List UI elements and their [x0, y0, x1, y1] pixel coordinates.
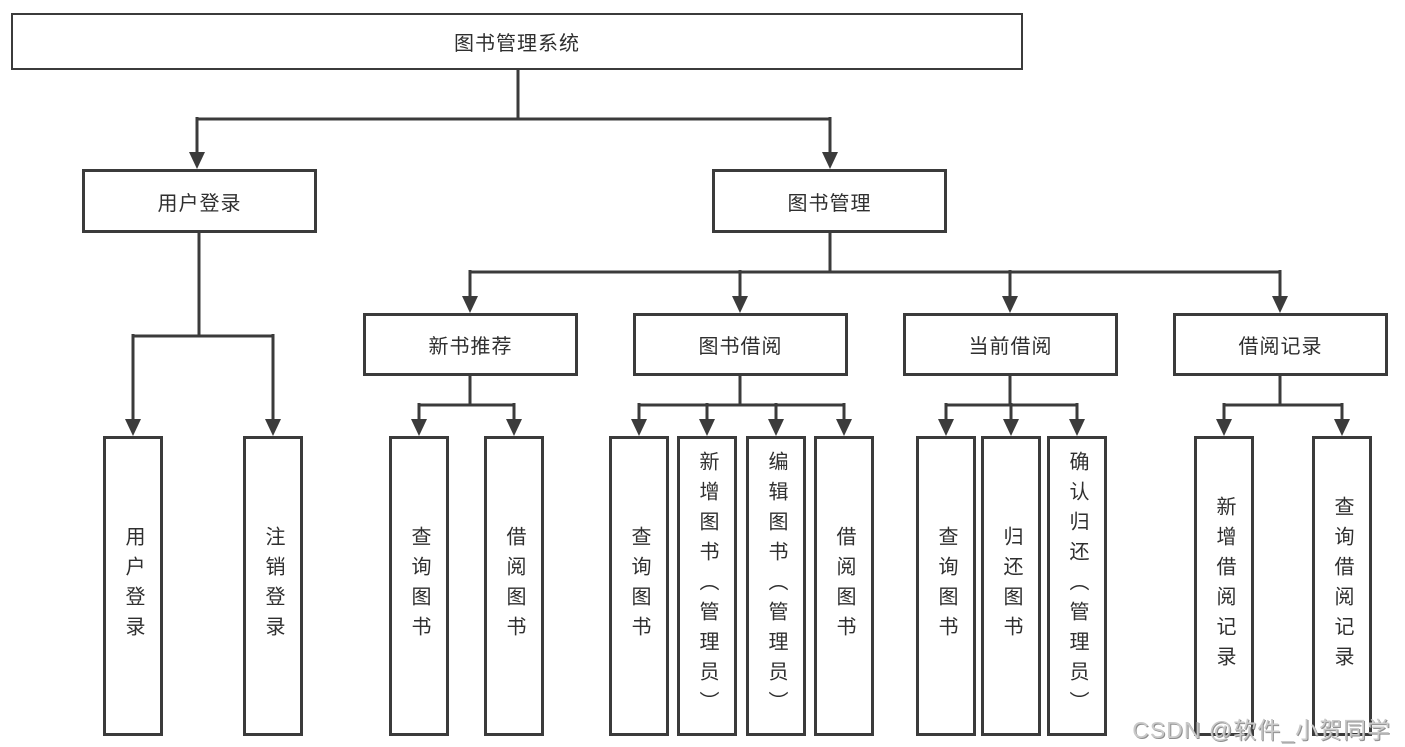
arrowheads	[125, 152, 1350, 436]
node-borrow-records: 借阅记录	[1173, 313, 1388, 376]
node-borrow-books-recommend: 借阅图书	[484, 436, 544, 736]
node-return-books: 归还图书	[981, 436, 1041, 736]
node-confirm-return-admin: 确认归还（管理员）	[1047, 436, 1107, 736]
node-book-management: 图书管理	[712, 169, 947, 233]
node-user-login: 用户登录	[82, 169, 317, 233]
node-user-login-leaf: 用户登录	[103, 436, 163, 736]
node-borrow-books-leaf: 借阅图书	[814, 436, 874, 736]
node-new-book-recommend: 新书推荐	[363, 313, 578, 376]
node-edit-books-admin: 编辑图书（管理员）	[746, 436, 806, 736]
node-current-borrow: 当前借阅	[903, 313, 1118, 376]
node-query-borrow-record: 查询借阅记录	[1312, 436, 1372, 736]
node-book-borrow: 图书借阅	[633, 313, 848, 376]
node-add-books-admin: 新增图书（管理员）	[677, 436, 737, 736]
node-logout: 注销登录	[243, 436, 303, 736]
node-book-management-system: 图书管理系统	[11, 13, 1023, 70]
node-query-books-recommend: 查询图书	[389, 436, 449, 736]
watermark: CSDN @软件_小贺同学	[1132, 717, 1391, 743]
node-add-borrow-record: 新增借阅记录	[1194, 436, 1254, 736]
node-query-books-current: 查询图书	[916, 436, 976, 736]
node-query-books-borrow: 查询图书	[609, 436, 669, 736]
